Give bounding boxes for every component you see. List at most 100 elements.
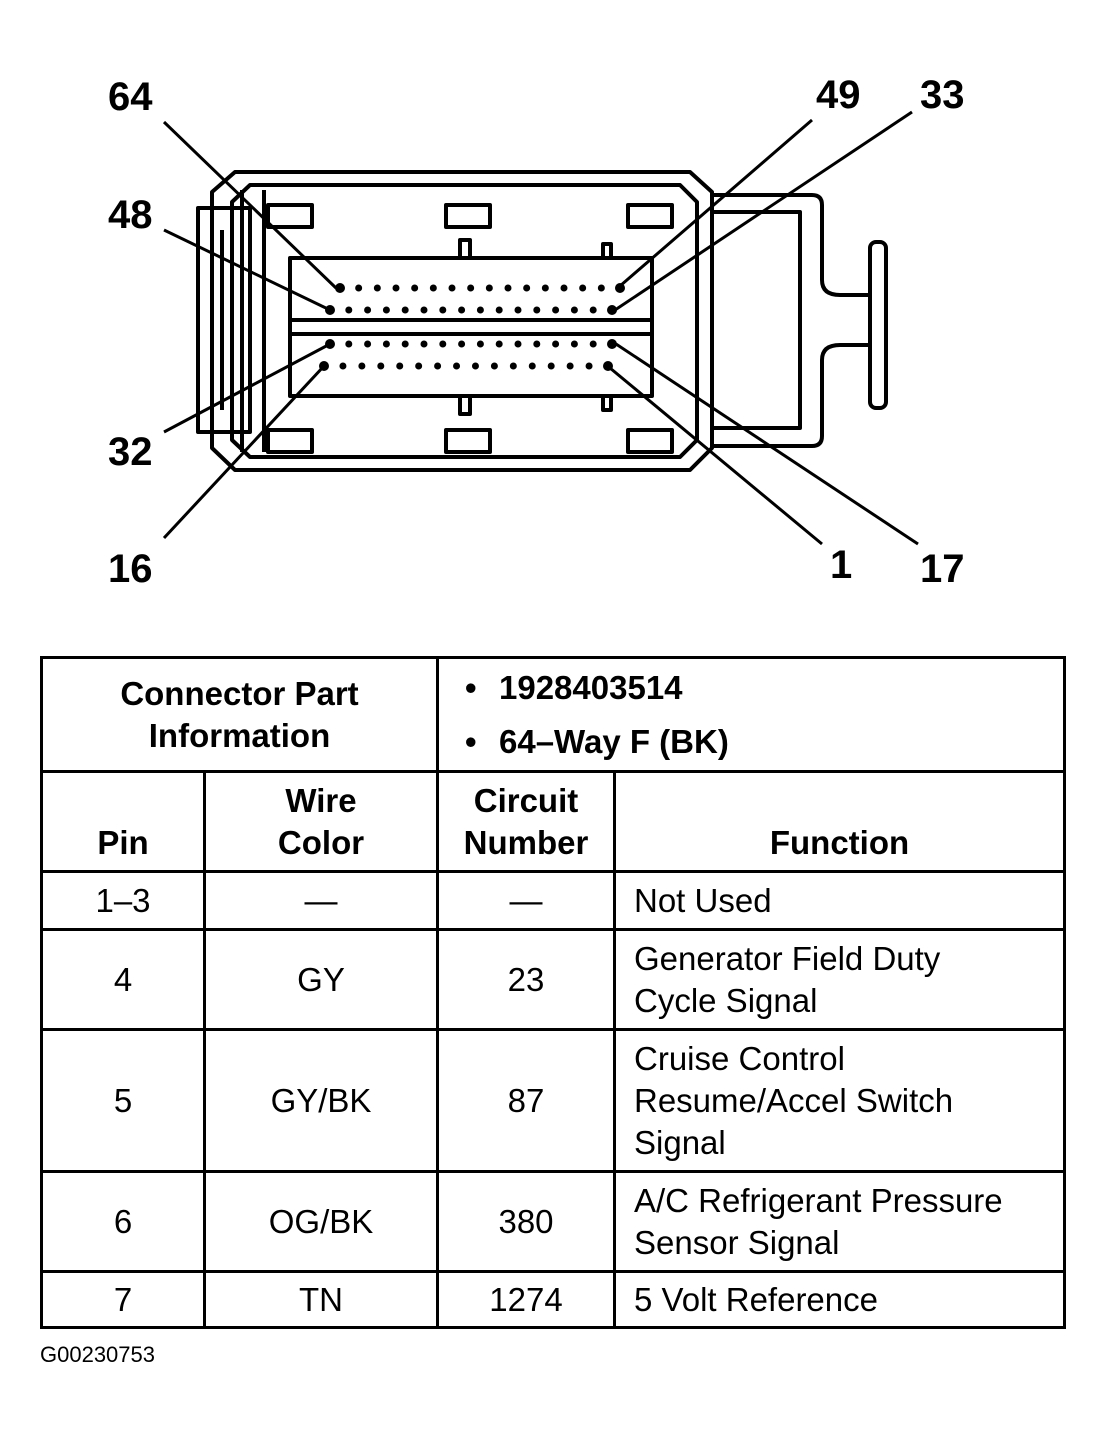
pin-dot <box>541 284 549 292</box>
col-header-circuit-number: Circuit Number <box>436 770 616 873</box>
pin-dot <box>547 362 555 370</box>
pin-dot <box>373 284 381 292</box>
pin-dot <box>603 361 613 371</box>
pin-dot <box>458 340 466 348</box>
pin-dot <box>514 340 522 348</box>
pin-cavity <box>288 256 654 398</box>
pin-dot <box>458 306 466 314</box>
pin-dot <box>392 284 400 292</box>
pin-dot <box>570 306 578 314</box>
pin-cell: 7 <box>40 1270 206 1329</box>
circuit-number-cell: 1274 <box>436 1270 616 1329</box>
pin-dot <box>401 340 409 348</box>
col-header-pin: Pin <box>40 770 206 873</box>
table-row: 4 GY 23 Generator Field Duty Cycle Signa… <box>40 928 1066 1031</box>
circuit-number-cell: 87 <box>436 1028 616 1173</box>
pin-cell: 6 <box>40 1170 206 1273</box>
pin-dot <box>396 362 404 370</box>
table-row: 7 TN 1274 5 Volt Reference <box>40 1270 1066 1329</box>
pin-dot <box>589 306 597 314</box>
col-header-function: Function <box>613 770 1066 873</box>
latch-tab <box>868 240 888 410</box>
pin-dot <box>533 306 541 314</box>
pin-dots <box>319 283 625 371</box>
pin-dot <box>453 362 461 370</box>
function-cell: A/C Refrigerant Pressure Sensor Signal <box>613 1170 1066 1273</box>
pin-dot <box>552 340 560 348</box>
pin-dot <box>504 284 512 292</box>
pin-dot <box>325 305 335 315</box>
connector-housing-inner <box>230 183 699 459</box>
pin-cell: 5 <box>40 1028 206 1173</box>
pin-dot <box>345 340 353 348</box>
wire-color-cell: OG/BK <box>203 1170 439 1273</box>
pin-dot <box>476 340 484 348</box>
circuit-number-cell: — <box>436 870 616 931</box>
pin-label-1: 1 <box>830 543 852 587</box>
pin-dot <box>345 306 353 314</box>
col-header-wire-color: Wire Color <box>203 770 439 873</box>
pin-dot <box>325 339 335 349</box>
pin-dot <box>615 283 625 293</box>
pin-dot <box>485 284 493 292</box>
pin-dot <box>434 362 442 370</box>
pin-dot <box>495 340 503 348</box>
circuit-number-cell: 380 <box>436 1170 616 1273</box>
pin-dot <box>514 306 522 314</box>
pin-dot <box>429 284 437 292</box>
pin-dot <box>364 340 372 348</box>
function-cell: Not Used <box>613 870 1066 931</box>
pin-dot <box>476 306 484 314</box>
pin-dot <box>382 340 390 348</box>
table-row: 5 GY/BK 87 Cruise Control Resume/Accel S… <box>40 1028 1066 1173</box>
pin-dot <box>439 306 447 314</box>
wire-color-cell: TN <box>203 1270 439 1329</box>
pin-dot <box>411 284 419 292</box>
pin-dot <box>448 284 456 292</box>
part-info-values: 1928403514 64–Way F (BK) <box>436 656 1066 773</box>
pin-dot <box>523 284 531 292</box>
function-cell: Cruise Control Resume/Accel Switch Signa… <box>613 1028 1066 1173</box>
pin-dot <box>319 361 329 371</box>
pin-dot <box>495 306 503 314</box>
pin-dot <box>589 340 597 348</box>
connector-face-diagram: 64 48 32 16 49 33 1 17 <box>108 73 965 591</box>
pin-dot <box>358 362 366 370</box>
function-cell: 5 Volt Reference <box>613 1270 1066 1329</box>
table-row: 1–3 — — Not Used <box>40 870 1066 931</box>
pin-dot <box>339 362 347 370</box>
pin-cell: 4 <box>40 928 206 1031</box>
pin-label-32: 32 <box>108 430 153 474</box>
pin-dot <box>570 340 578 348</box>
pin-dot <box>377 362 385 370</box>
part-info-label: Connector Part Information <box>40 656 439 773</box>
connector-latch <box>712 193 872 448</box>
pin-dot <box>471 362 479 370</box>
circuit-number-cell: 23 <box>436 928 616 1031</box>
pin-label-33: 33 <box>920 73 965 117</box>
pin-label-48: 48 <box>108 193 153 237</box>
pin-dot <box>401 306 409 314</box>
part-number: 1928403514 <box>465 661 1063 715</box>
pin-dot <box>579 284 587 292</box>
table-row: 6 OG/BK 380 A/C Refrigerant Pressure Sen… <box>40 1170 1066 1273</box>
pin-label-17: 17 <box>920 547 965 591</box>
pin-label-49: 49 <box>816 73 861 117</box>
pin-dot <box>607 305 617 315</box>
pin-dot <box>439 340 447 348</box>
pin-dot <box>467 284 475 292</box>
pin-dot <box>560 284 568 292</box>
pin-cell: 1–3 <box>40 870 206 931</box>
figure-id: G00230753 <box>40 1342 155 1367</box>
pin-label-64: 64 <box>108 75 153 119</box>
pin-dot <box>382 306 390 314</box>
column-header-row: Pin Wire Color Circuit Number Function <box>40 770 1066 873</box>
pin-dot <box>415 362 423 370</box>
pin-label-16: 16 <box>108 547 153 591</box>
pin-dot <box>552 306 560 314</box>
function-cell: Generator Field Duty Cycle Signal <box>613 928 1066 1031</box>
connector-description: 64–Way F (BK) <box>465 715 1063 769</box>
pin-dot <box>528 362 536 370</box>
pin-dot <box>585 362 593 370</box>
pin-dot <box>364 306 372 314</box>
